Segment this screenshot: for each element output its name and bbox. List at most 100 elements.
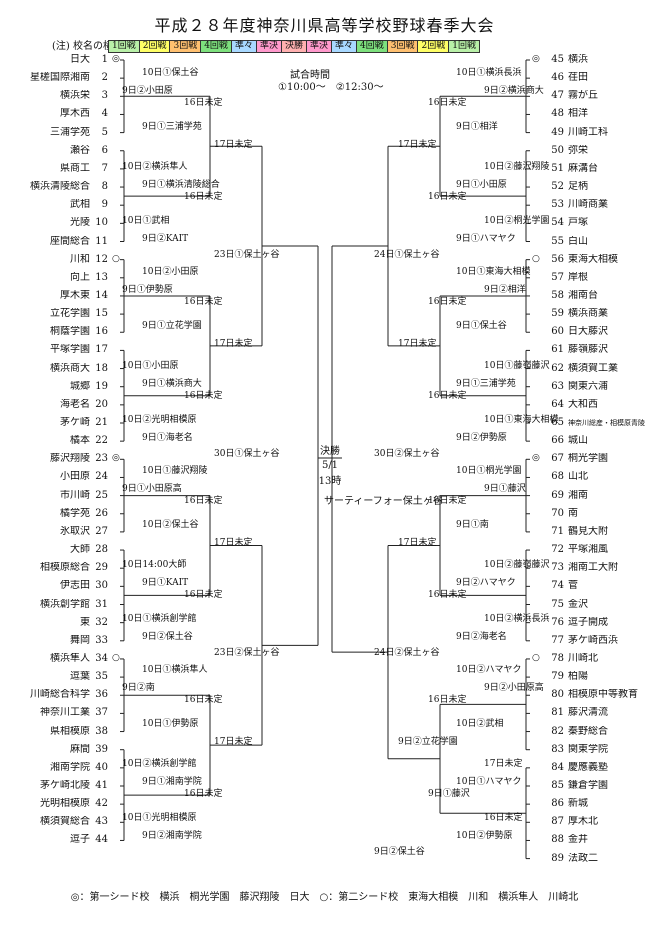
match-label: 10日②武相 xyxy=(456,719,504,729)
draw-number: 66 xyxy=(551,435,564,447)
draw-number: 67 xyxy=(551,453,564,465)
team-name: 横浜清陵総合 xyxy=(30,181,90,193)
legend-item: 1回戦 xyxy=(449,41,479,52)
match-label: 9日②保土谷 xyxy=(142,632,193,642)
team-name: 藤嶺藤沢 xyxy=(568,344,608,356)
match-label: 16日未定 xyxy=(428,391,467,401)
draw-number: 40 xyxy=(95,761,108,773)
draw-number: 50 xyxy=(551,144,564,156)
draw-number: 35 xyxy=(95,671,108,683)
left-team: 逗葉 35 xyxy=(0,671,108,683)
draw-number: 30 xyxy=(95,580,108,592)
team-name: 茅ケ崎 xyxy=(60,417,90,428)
final-title: 決勝 xyxy=(320,446,340,457)
draw-number: 52 xyxy=(551,181,564,193)
team-name: 柏陽 xyxy=(568,671,588,683)
seed-mark: ○ xyxy=(532,253,540,264)
draw-number: 21 xyxy=(95,417,108,428)
match-label: 9日②小田原高 xyxy=(484,683,544,693)
match-label: 9日①藤沢 xyxy=(484,484,526,494)
final-time: 13時 xyxy=(318,476,342,487)
right-team: 66 城山 xyxy=(546,435,588,447)
legend-item: 4回戦 xyxy=(357,41,388,52)
draw-number: 55 xyxy=(551,235,564,247)
team-name: 大和西 xyxy=(568,398,598,410)
match-label: 16日未定 xyxy=(428,297,467,307)
draw-number: 62 xyxy=(551,362,564,374)
match-label: 10日①東海大相模 xyxy=(484,415,559,425)
draw-number: 71 xyxy=(551,525,564,537)
team-name: 城山 xyxy=(568,435,588,447)
draw-number: 24 xyxy=(95,471,108,483)
team-name: 弥栄 xyxy=(568,144,588,156)
draw-number: 42 xyxy=(95,798,108,810)
draw-number: 33 xyxy=(95,634,108,646)
team-name: 霧が丘 xyxy=(568,90,598,102)
match-label: 16日未定 xyxy=(428,98,467,108)
seed-mark: ◎ xyxy=(532,453,540,464)
page-title: 平成２８年度神奈川県高等学校野球春季大会 xyxy=(154,16,495,35)
draw-number: 18 xyxy=(95,362,108,374)
match-time-slots: ①10:00～ ②12:30～ xyxy=(278,82,384,93)
draw-number: 32 xyxy=(95,616,108,628)
draw-number: 54 xyxy=(551,217,564,229)
draw-number: 7 xyxy=(101,162,108,174)
team-name: 金沢 xyxy=(568,598,588,610)
team-name: 荏田 xyxy=(568,72,588,84)
match-label: 10日①横浜長浜 xyxy=(456,68,522,78)
team-name: 逗葉 xyxy=(70,671,90,683)
team-name: 日大 xyxy=(70,54,90,65)
team-name: 慶應義塾 xyxy=(568,761,608,773)
match-label: 9日①保土谷 xyxy=(456,321,507,331)
match-label: 10日②ハマヤク xyxy=(456,665,522,675)
draw-number: 45 xyxy=(551,54,564,65)
match-label: 10日①保土谷 xyxy=(142,68,199,78)
match-label: 10日①伊勢原 xyxy=(142,719,199,729)
legend-item: 2回戦 xyxy=(139,41,171,52)
legend-item: 3回戦 xyxy=(387,41,419,52)
draw-number: 63 xyxy=(551,380,564,392)
team-name: 伊志田 xyxy=(60,580,90,592)
match-label: 9日②保土谷 xyxy=(374,847,425,857)
match-label: 9日①海老名 xyxy=(142,433,193,443)
team-name: 川崎北 xyxy=(568,652,598,664)
team-name: 南 xyxy=(568,507,578,519)
legend-item: 3回戦 xyxy=(170,41,202,52)
team-name: 厚木東 xyxy=(60,289,90,301)
match-label: 16日未定 xyxy=(184,590,223,600)
team-name: 桐光学園 xyxy=(568,453,608,465)
draw-number: 61 xyxy=(551,344,564,356)
team-name: 岸根 xyxy=(568,271,588,283)
